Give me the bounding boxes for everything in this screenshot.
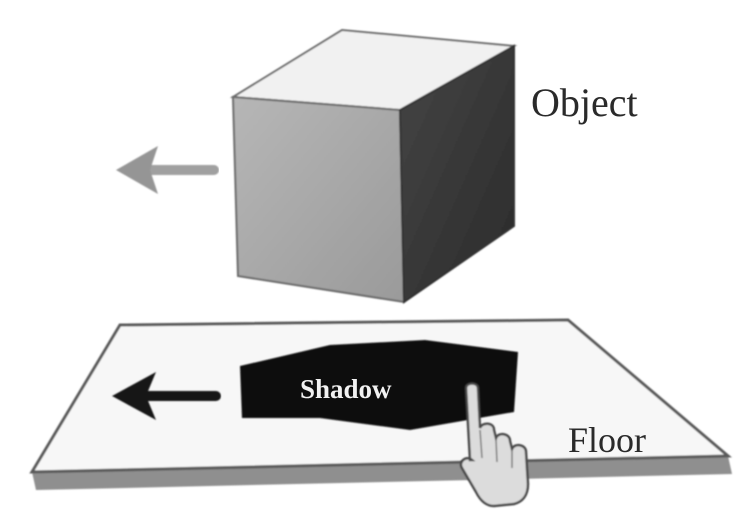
arrow-left-icon <box>112 372 221 420</box>
floor-edge <box>32 456 732 490</box>
floor-label: Floor <box>568 420 646 460</box>
hand-pointer-icon <box>459 382 530 508</box>
cube-side-face <box>398 44 515 304</box>
object-label: Object <box>531 80 638 125</box>
arrow-left-icon <box>116 146 219 194</box>
shadow-shape <box>240 340 518 430</box>
cube-front-face <box>231 95 406 304</box>
cube <box>229 28 518 304</box>
shadow-label: Shadow <box>300 374 392 404</box>
